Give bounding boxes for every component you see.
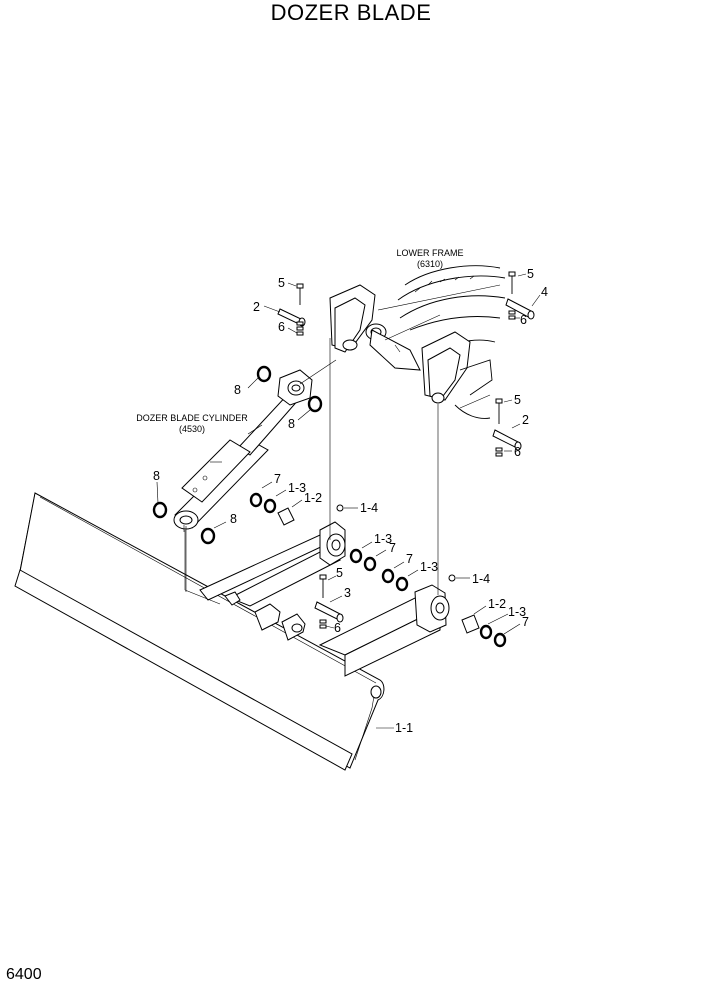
lower-frame-code: (6310) <box>417 259 443 269</box>
callout: 6 <box>514 445 521 459</box>
callout: 6 <box>520 313 527 327</box>
callout: 1-1 <box>395 721 413 735</box>
callout: 1-3 <box>508 605 526 619</box>
callout: 6 <box>278 320 285 334</box>
callout: 1-3 <box>288 481 306 495</box>
callout: 7 <box>274 472 281 486</box>
callout: 8 <box>234 383 241 397</box>
callout: 2 <box>253 300 260 314</box>
callout: 2 <box>522 413 529 427</box>
lower-frame-label: LOWER FRAME <box>396 248 463 258</box>
callout: 7 <box>522 615 529 629</box>
callout: 8 <box>288 417 295 431</box>
cylinder-label: DOZER BLADE CYLINDER <box>136 413 248 423</box>
dozer-blade-drawing <box>14 492 450 771</box>
callout: 5 <box>278 276 285 290</box>
leader-lines <box>156 273 541 729</box>
dozer-blade-cylinder-drawing <box>173 369 313 530</box>
callout: 8 <box>230 512 237 526</box>
seal-rings <box>152 365 507 648</box>
page-number: 6400 <box>6 966 42 983</box>
callout: 5 <box>514 393 521 407</box>
page-title: DOZER BLADE <box>270 0 432 25</box>
callout: 1-4 <box>472 572 490 586</box>
callout: 5 <box>527 267 534 281</box>
reference-labels: LOWER FRAME (6310) DOZER BLADE CYLINDER … <box>136 248 463 434</box>
lower-frame-drawing <box>329 265 506 419</box>
pins-and-bolts <box>277 271 535 629</box>
callout: 6 <box>334 621 341 635</box>
callout: 1-3 <box>420 560 438 574</box>
callout: 8 <box>153 469 160 483</box>
callout: 1-3 <box>374 532 392 546</box>
callout: 1-2 <box>488 597 506 611</box>
callout: 1-2 <box>304 491 322 505</box>
callout-labels: 5 2 6 5 4 6 5 2 6 8 8 8 8 7 1-3 1-2 1-4 … <box>153 267 548 735</box>
callout: 3 <box>344 586 351 600</box>
callout: 7 <box>389 541 396 555</box>
callout: 4 <box>541 285 548 299</box>
cylinder-code: (4530) <box>179 424 205 434</box>
callout: 1-4 <box>360 501 378 515</box>
callout: 7 <box>406 552 413 566</box>
callout: 5 <box>336 566 343 580</box>
